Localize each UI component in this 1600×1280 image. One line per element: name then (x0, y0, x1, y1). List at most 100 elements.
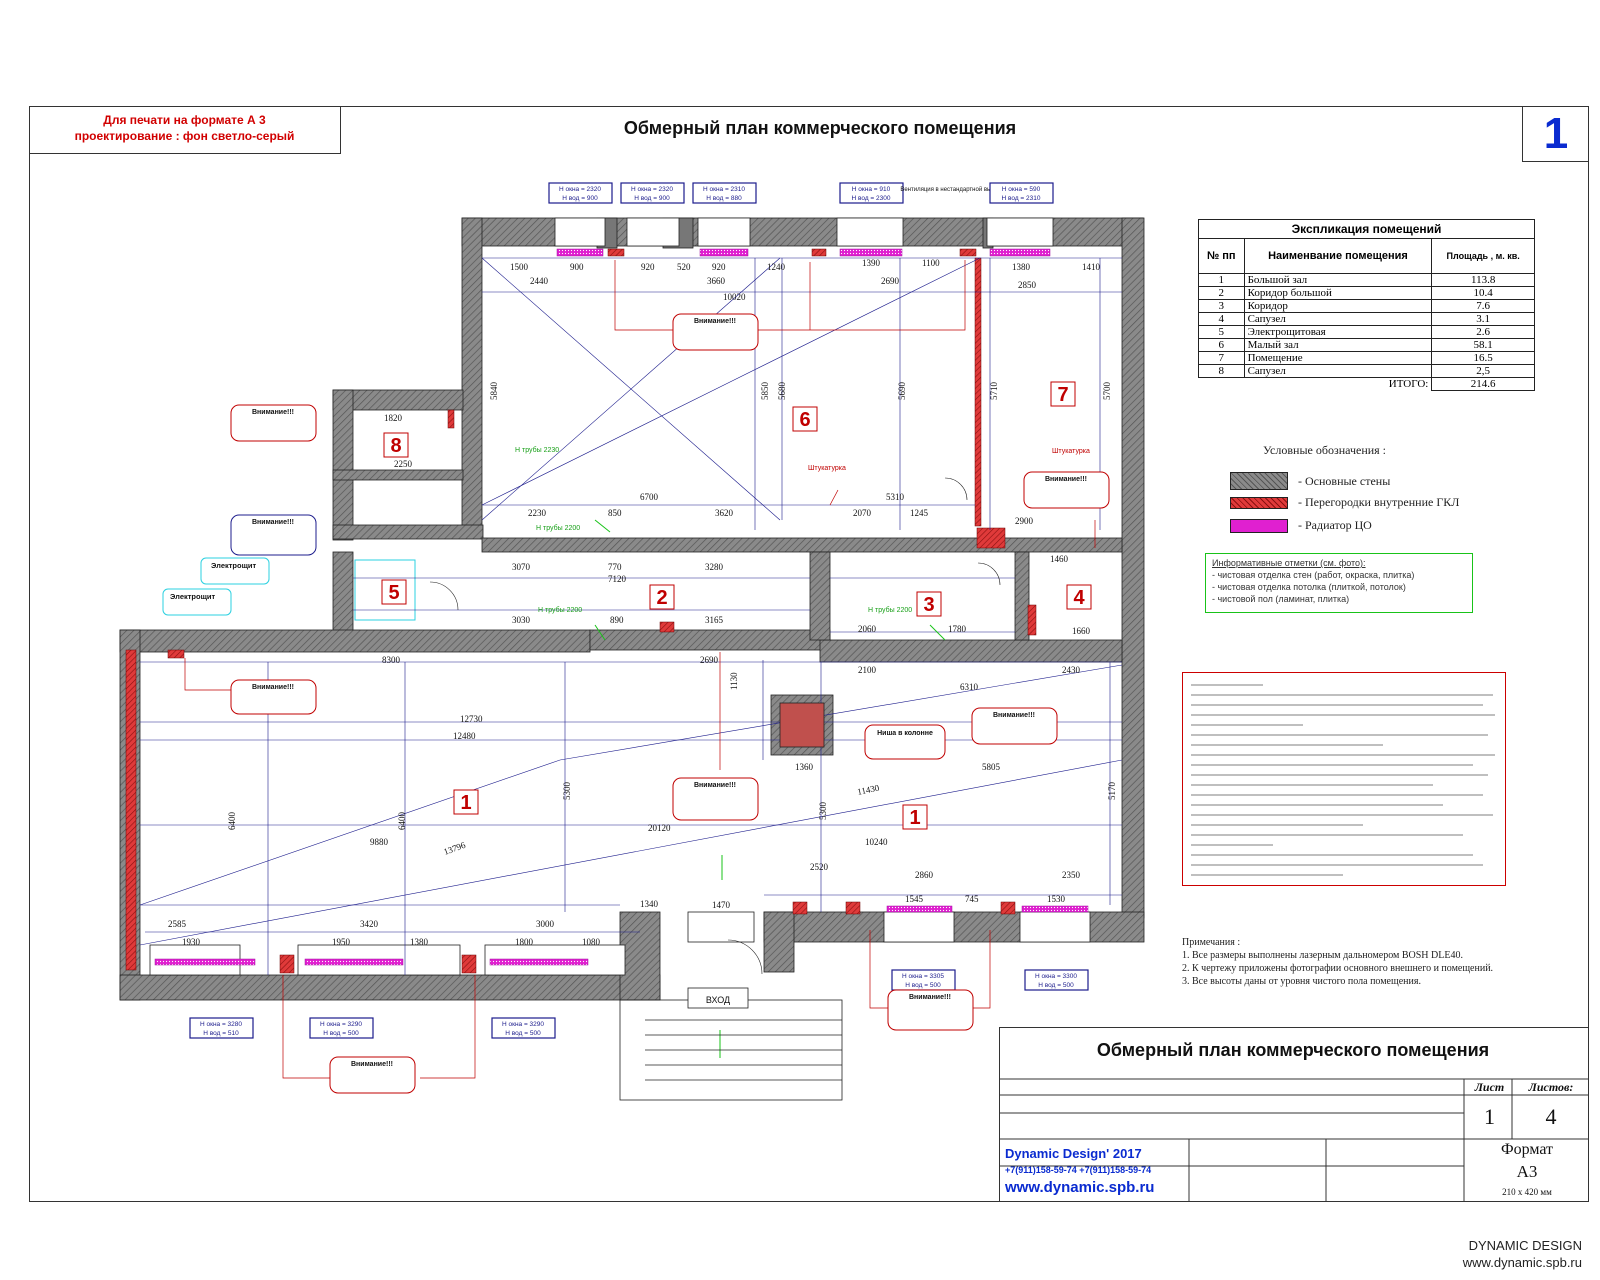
pipe-height-3: Н трубы 2200 (538, 606, 582, 614)
col-name-header: Наименвание помещения (1243, 238, 1433, 274)
room-number-2: 2 (656, 587, 667, 609)
dim-1130: 1130 (729, 672, 739, 690)
room-number-8: 8 (390, 435, 401, 457)
window-label-4-height: Н окна = 910 (852, 186, 891, 193)
dim-3030: 3030 (512, 615, 531, 625)
format-size: 210 х 420 мм (1502, 1187, 1552, 1197)
dim-1500: 1500 (510, 262, 529, 272)
dim-920b: 920 (712, 262, 726, 272)
dim-2070: 2070 (853, 508, 872, 518)
window-label-7-sill: Н вод = 500 (323, 1030, 359, 1037)
sheet-label: Лист (1474, 1080, 1505, 1094)
title-block-title: Обмерный план коммерческого помещения (1096, 1040, 1490, 1060)
window-label-9-height: Н окна = 3305 (902, 973, 944, 980)
dim-11430: 11430 (856, 782, 880, 796)
pipe-height-4: Н трубы 2200 (868, 606, 912, 614)
electroshield-zone (354, 559, 416, 621)
dim-3280: 3280 (705, 562, 724, 572)
footer-brand: DYNAMIC DESIGN (1468, 1238, 1582, 1253)
dim-2250: 2250 (394, 459, 413, 469)
plaster-note-2: Штукатурка (1052, 448, 1090, 455)
dim-5840: 5840 (489, 382, 499, 401)
firm-site[interactable]: www.dynamic.spb.ru (1005, 1179, 1155, 1196)
dim-20120: 20120 (648, 823, 671, 833)
attention-note-9: Внимание!!! (909, 994, 951, 1001)
niche-note: Ниша в колонне (877, 730, 933, 737)
sheet-value: 1 (1484, 1104, 1495, 1129)
general-notes-lines (1191, 684, 1495, 876)
window-label-4-sill: Н вод = 2300 (851, 195, 890, 202)
legend-item-partitions: - Перегородки внутренние ГКЛ (1230, 495, 1459, 510)
remarks-line: 3. Все высоты даны от уровня чистого пол… (1182, 976, 1421, 987)
entrance-stairs (619, 987, 843, 1101)
attention-note-5: Внимание!!! (252, 684, 294, 691)
dim-3660: 3660 (707, 276, 726, 286)
page-title: Обмерный план коммерческого помещения (623, 118, 1017, 138)
info-marks-line: - чистовая отделка стен (работ, окраска,… (1212, 570, 1415, 580)
print-note-line-1: Для печати на формате А 3 (103, 113, 266, 127)
column-niche (779, 702, 825, 748)
format-value: А3 (1516, 1162, 1538, 1181)
dim-1660: 1660 (1072, 626, 1091, 636)
dim-1460: 1460 (1050, 554, 1069, 564)
dim-2690: 2690 (881, 276, 900, 286)
remarks-line: 2. К чертежу приложены фотографии основн… (1182, 963, 1494, 974)
dim-10020: 10020 (723, 292, 746, 302)
dim-520: 520 (677, 262, 691, 272)
total-label: ИТОГО: (1388, 378, 1429, 391)
plaster-note-1: Штукатурка (808, 465, 846, 472)
legend-item-radiator: - Радиатор ЦО (1230, 518, 1372, 533)
dim-2230: 2230 (528, 508, 547, 518)
window-label-8-height: Н окна = 3290 (502, 1021, 544, 1028)
dim-12730: 12730 (460, 714, 483, 724)
dim-3420: 3420 (360, 919, 379, 929)
dim-5300b: 5300 (818, 802, 828, 821)
window-label-6-sill: Н вод = 510 (203, 1030, 239, 1037)
dim-2100: 2100 (858, 665, 877, 675)
title-block (999, 1027, 1589, 1202)
footer-site[interactable]: www.dynamic.spb.ru (1462, 1255, 1582, 1270)
window-label-1-height: Н окна = 2320 (559, 186, 601, 193)
info-marks-title: Информативные отметки (см. фото): (1212, 558, 1366, 568)
drawing-sheet-frame (29, 106, 1589, 1202)
attention-note-4: Внимание!!! (252, 519, 294, 526)
total-row: ИТОГО:214.6 (1199, 377, 1535, 391)
dim-6700: 6700 (640, 492, 659, 502)
dim-2900: 2900 (1015, 516, 1034, 526)
general-notes-box (1182, 672, 1506, 886)
legend-swatch-radiator (1230, 518, 1288, 533)
legend-item-walls: - Основные стены (1230, 472, 1390, 490)
partitions-gkl (125, 248, 1037, 974)
dim-1080: 1080 (582, 937, 601, 947)
attention-note-1: Внимание!!! (694, 318, 736, 325)
dim-2690b: 2690 (700, 655, 719, 665)
top-window-openings (149, 217, 1091, 976)
info-marks-box: Информативные отметки (см. фото): - чист… (1205, 553, 1473, 613)
main-walls (119, 217, 1145, 1001)
pipe-height-1: Н трубы 2230 (515, 446, 559, 454)
dim-5300: 5300 (562, 782, 572, 801)
dim-1245: 1245 (910, 508, 929, 518)
sheets-value: 4 (1545, 1104, 1557, 1129)
info-marks-line: - чистовая отделка потолка (плиткой, пот… (1212, 582, 1406, 592)
window-label-3-height: Н окна = 2310 (703, 186, 745, 193)
dim-2430: 2430 (1062, 665, 1081, 675)
explication-caption: Экспликация помещений (1198, 219, 1535, 239)
dimension-lines (139, 257, 1123, 975)
dim-2585: 2585 (168, 919, 187, 929)
window-label-6-height: Н окна = 3280 (200, 1021, 242, 1028)
legend-label-radiator: - Радиатор ЦО (1298, 518, 1372, 532)
room-number-4: 4 (1073, 587, 1085, 609)
dim-5170: 5170 (1107, 782, 1117, 801)
dim-3000: 3000 (536, 919, 555, 929)
window-label-4-note: Вентиляция в нестандартной высоте (900, 186, 1004, 193)
window-label-1-sill: Н вод = 900 (562, 195, 598, 202)
legend-label-partitions: - Перегородки внутренние ГКЛ (1298, 495, 1460, 509)
dim-1820: 1820 (384, 413, 403, 423)
firm-info: Dynamic Design' 2017 +7(911)158-59-74 +7… (1005, 1145, 1154, 1196)
dim-3070: 3070 (512, 562, 531, 572)
window-label-7-height: Н окна = 3290 (320, 1021, 362, 1028)
